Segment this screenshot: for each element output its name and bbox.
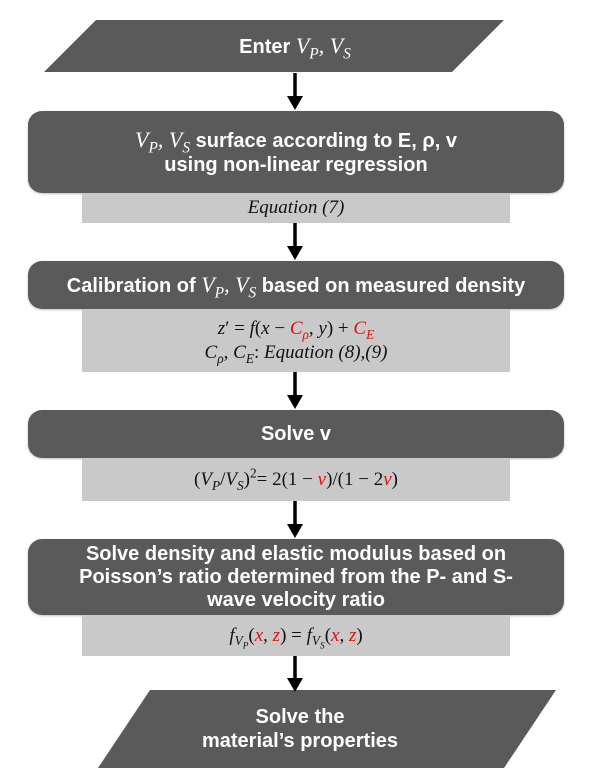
end-label: Solve the material’s properties <box>150 690 450 768</box>
arrow-4 <box>287 501 303 538</box>
step4-line1: Solve density and elastic modulus based … <box>85 542 507 565</box>
step4-equation-box: fVP(x, z) = fVS(x, z) <box>82 615 510 656</box>
arrow-5 <box>287 656 303 692</box>
step1-equation-box: Equation (7) <box>82 193 510 223</box>
step4-box: Solve density and elastic modulus based … <box>28 539 564 615</box>
arrow-3 <box>287 372 303 409</box>
step4-line3: wave velocity ratio <box>207 588 385 611</box>
step2-equation-line2: Cρ, CE: Equation (8),(9) <box>204 341 388 366</box>
step2-title-suffix: based on measured density <box>261 274 526 297</box>
start-parallelogram <box>44 20 504 72</box>
step2-box: Calibration of VP, VS based on measured … <box>28 261 564 309</box>
step2-vars: VP, VS <box>201 271 257 301</box>
step2-equation-box: z′ = f(x − Cρ, y) + CE Cρ, CE: Equation … <box>82 309 510 372</box>
arrow-1 <box>287 73 303 110</box>
step3-equation-box: (VP/VS)2= 2(1 − v)/(1 − 2v) <box>82 458 510 501</box>
step1-box: VP, VS surface according to E, ρ, v usin… <box>28 111 564 193</box>
end-line1: Solve the <box>255 706 345 728</box>
step1-line1: surface according to E, ρ, v <box>195 129 457 152</box>
step3-equation: (VP/VS)2= 2(1 − v)/(1 − 2v) <box>194 465 398 493</box>
step2-title-prefix: Calibration of <box>66 274 196 297</box>
step2-equation-ref: Equation (8),(9) <box>263 341 388 363</box>
arrow-2 <box>287 223 303 260</box>
step4-equation: fVP(x, z) = fVS(x, z) <box>229 624 363 652</box>
step1-vars: VP, VS <box>135 126 191 156</box>
end-line2: material’s properties <box>201 730 398 752</box>
step3-title: Solve v <box>260 423 332 445</box>
step3-box: Solve v <box>28 410 564 458</box>
step4-line2: Poisson’s ratio determined from the P- a… <box>79 565 513 588</box>
start-label: Enter VP, VS <box>130 20 460 72</box>
end-parallelogram <box>98 690 556 768</box>
step1-line2: using non-linear regression <box>164 153 428 176</box>
start-vars: VP, VS <box>295 32 351 62</box>
step2-equation-line1: z′ = f(x − Cρ, y) + CE <box>217 317 375 342</box>
start-label-text: Enter <box>239 35 291 58</box>
step1-equation: Equation (7) <box>247 197 345 218</box>
